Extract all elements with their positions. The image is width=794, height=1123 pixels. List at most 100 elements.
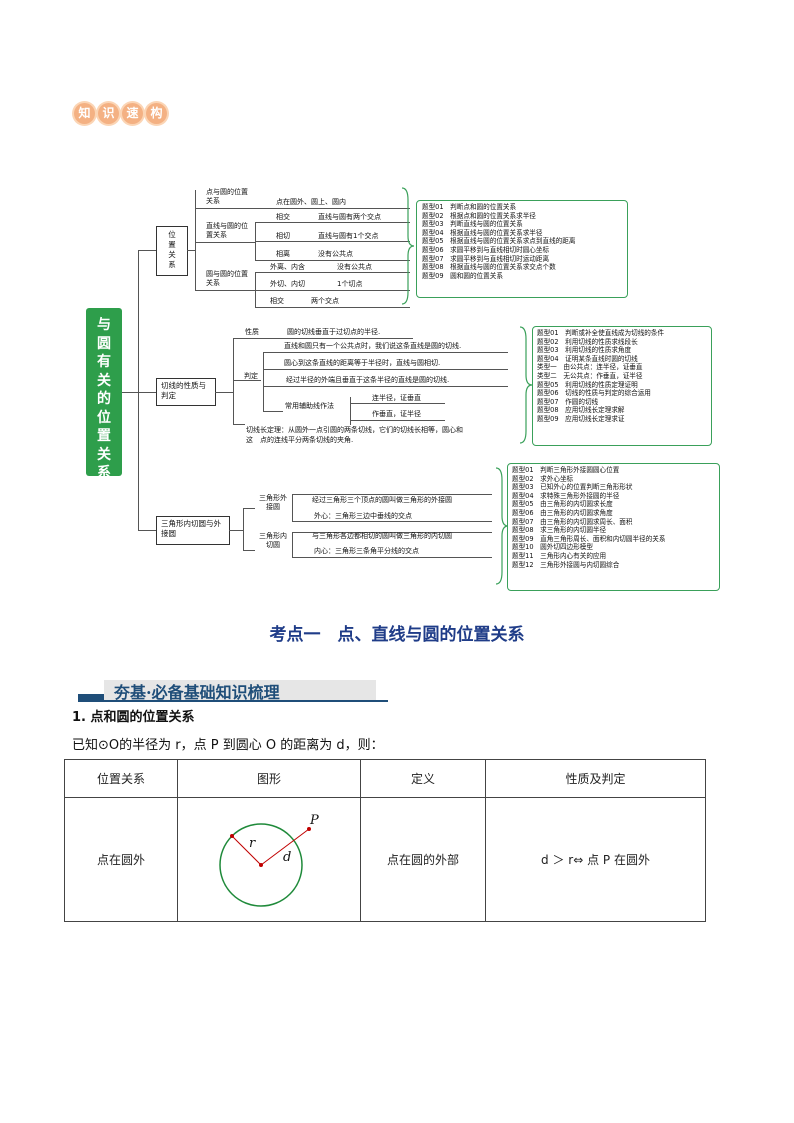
type-item: 题型05 利用切线的性质定理证明 [537,380,638,389]
badge-char: 速 [122,103,143,124]
type-item: 题型02 利用切线的性质求线段长 [537,337,638,346]
section-badge: 知 识 速 构 [74,100,168,128]
type-item: 题型07 作圆的切线 [537,397,599,406]
brace [401,187,415,305]
incircle-item: 与三角形各边都相切的圆叫做三角形的内切圆 [312,532,452,540]
root-char: 置 [97,428,111,444]
root-char: 有 [97,354,111,370]
type-item: 题型04 根据直线与圆的位置关系求半径 [422,228,543,237]
type-item: 类型一 由公共点：连半径，证垂直 [537,363,643,372]
judge-label: 判定 [244,372,258,380]
property-text: 圆的切线垂直于过切点的半径. [287,328,381,336]
aux-label: 常用辅助线作法 [285,402,334,410]
mind-map-root: 与圆有关的位置关系 [86,308,122,481]
circle-figure: r d P [219,813,319,907]
type-item: 题型06 求圆平移到与直线相切时圆心坐标 [422,245,550,254]
incircle-item: 内心：三角形三条角平分线的交点 [314,547,419,555]
relation-cell: 点在圆外 [64,797,178,922]
root-char: 关 [97,372,111,389]
brace [519,326,533,444]
label-d: d [283,850,291,865]
label-r: r [249,836,256,851]
table-header: 图形 [177,759,361,798]
types-box-tangent: 题型01 判断或补全使直线成为切线的条件题型02 利用切线的性质求线段长题型03… [532,326,712,446]
incircle-label: 三角形内切圆 [259,532,287,549]
type-item: 题型03 利用切线的性质求角度 [537,346,632,355]
subheading: 1. 点和圆的位置关系 [72,710,195,725]
badge-char: 知 [74,103,95,124]
type-item: 题型09 应用切线长定理求证 [537,414,625,423]
property-cell: d ＞ r⇔ 点 P 在圆外 [485,797,706,922]
type-item: 题型03 已知外心的位置判断三角形形状 [512,483,633,492]
types-box-triangle: 题型01 判断三角形外接圆圆心位置题型02 求外心坐标题型03 已知外心的位置判… [507,463,720,591]
type-item: 题型11 三角形内心有关的应用 [512,551,607,560]
table-header: 位置关系 [64,759,178,798]
aux-item: 作垂直，证半径 [372,410,421,418]
type-item: 题型08 求三角形的内切圆半径 [512,526,607,535]
type-item: 题型02 根据点和圆的位置关系求半径 [422,211,536,220]
line-circle-v: 直线与圆有两个交点 [318,213,381,221]
relation-table: 位置关系 图形 定义 性质及判定 点在圆外 r d P 点在圆的外部 d ＞ r… [64,759,706,922]
line-circle-k: 相交 [276,213,290,221]
branch-triangle-title: 三角形内切圆与外接圆 [161,519,221,538]
circle-circle-k: 外切、内切 [270,280,305,288]
type-item: 题型04 证明某条直线时圆的切线 [537,354,638,363]
circum-item: 外心：三角形三边中垂线的交点 [314,512,412,520]
point-circle-label: 点与圆的位置关系 [206,188,248,205]
root-char: 与 [97,317,111,333]
line-circle-v: 没有公共点 [318,250,353,258]
line-circle-v: 直线与圆有1个交点 [318,232,379,240]
type-item: 题型07 由三角形的内切圆求周长、面积 [512,517,633,526]
figure-cell: r d P [177,797,361,922]
type-item: 题型04 求特殊三角形外接圆的半径 [512,491,620,500]
type-item: 题型01 判断或补全使直线成为切线的条件 [537,329,665,337]
types-box-position: 题型01 判断点和圆的位置关系题型02 根据点和圆的位置关系求半径题型03 判断… [416,200,628,298]
circle-circle-v: 两个交点 [311,297,339,305]
root-char: 关 [97,446,111,463]
type-item: 题型09 圆和圆的位置关系 [422,271,503,280]
branch-tangent-title: 切线的性质与判定 [161,381,206,400]
property-label: 性质 [245,328,259,336]
type-item: 题型08 根据直线与圆的位置关系求交点个数 [422,263,556,272]
judge-item: 圆心到这条直线的距离等于半径时，直线与圆相切. [284,359,441,367]
circle-circle-label: 圆与圆的位置关系 [206,270,248,287]
type-item: 题型01 判断点和圆的位置关系 [422,203,517,211]
circle-circle-v: 没有公共点 [337,263,372,271]
table-header: 定义 [360,759,486,798]
badge-char: 识 [98,103,119,124]
circle-circle-k: 相交 [270,297,284,305]
circum-item: 经过三角形三个顶点的圆叫做三角形的外接圆 [312,496,452,504]
banner: 夯基·必备基础知识梳理 [74,678,394,704]
point-circle-item: 点在圆外、圆上、圆内 [276,198,346,206]
branch-position-title: 位置关系 [168,230,176,269]
type-item: 题型06 切线的性质与判定的综合运用 [537,389,651,398]
type-item: 题型02 求外心坐标 [512,474,574,483]
branch-position: 位置关系 [156,226,188,276]
line-circle-label: 直线与圆的位置关系 [206,222,248,239]
root-char: 圆 [97,335,111,352]
type-item: 题型10 圆外切四边形模型 [512,543,593,552]
line-circle-k: 相切 [276,232,290,240]
table-header-row: 位置关系 图形 定义 性质及判定 [64,759,706,798]
root-char: 系 [97,465,111,481]
type-item: 题型05 由三角形的内切圆求长度 [512,500,613,509]
table-row: 点在圆外 r d P 点在圆的外部 d ＞ r⇔ 点 P 在圆外 [64,797,706,922]
section-title: 考点一 点、直线与圆的位置关系 [269,625,525,645]
type-item: 题型12 三角形外接圆与内切圆综合 [512,560,620,569]
aux-item: 连半径，证垂直 [372,394,421,402]
type-item: 题型06 由三角形的内切圆求角度 [512,508,613,517]
root-char: 位 [97,409,111,426]
table-header: 性质及判定 [485,759,706,798]
definition-cell: 点在圆的外部 [360,797,486,922]
judge-item: 经过半径的外端且垂直于这条半径的直线是圆的切线. [286,376,450,384]
type-item: 题型09 直角三角形周长、面积和内切圆半径的关系 [512,534,666,543]
type-item: 题型01 判断三角形外接圆圆心位置 [512,466,620,474]
banner-text: 夯基·必备基础知识梳理 [114,683,280,702]
label-p: P [309,813,319,828]
type-item: 类型二 无公共点：作垂直，证半径 [537,371,643,380]
line-circle-k: 相离 [276,250,290,258]
circle-circle-k: 外离、内含 [270,263,305,271]
intro-text: 已知⊙O的半径为 r，点 P 到圆心 O 的距离为 d，则： [72,738,384,753]
branch-tangent: 切线的性质与判定 [156,378,216,406]
tangent-length-theorem: 这 点的连线平分两条切线的夹角. [246,436,354,444]
